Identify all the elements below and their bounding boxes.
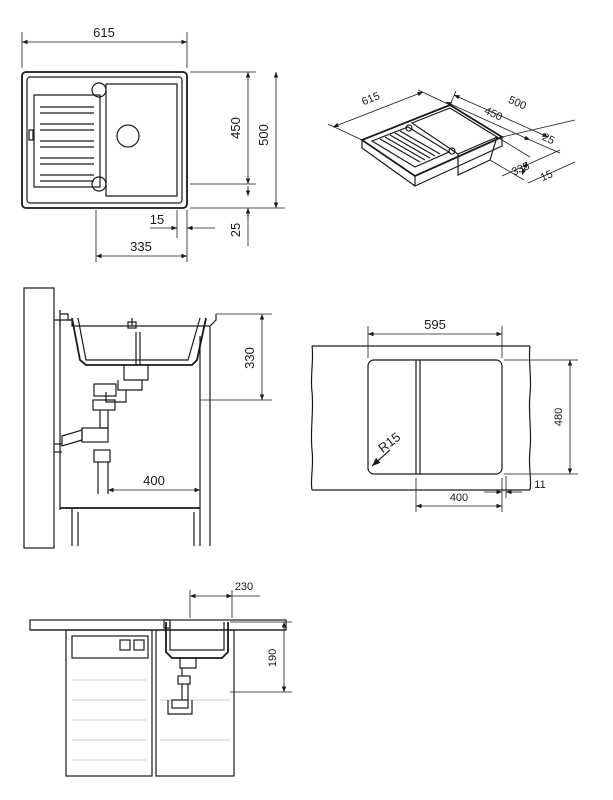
countertop — [29, 619, 287, 631]
dim-top-depth-inner: 450 — [228, 117, 243, 139]
dim-side-drain-offset: 230 — [235, 581, 253, 593]
overflow-icon — [91, 176, 107, 192]
dim-cutout-radius: R15 — [375, 429, 403, 456]
iso-view: 615 500 450 25 335 15 — [327, 89, 576, 187]
dim-cutout-edge-offset: 400 — [450, 492, 468, 504]
dim-iso-offset-side: 15 — [539, 168, 555, 184]
dim-top-offset-side: 15 — [150, 212, 164, 227]
dim-iso-depth-inner: 450 — [482, 105, 504, 123]
side-view: 230 190 — [29, 581, 292, 777]
dim-top-width: 615 — [93, 25, 115, 40]
dim-iso-bowl-width: 335 — [510, 160, 532, 178]
dim-side-bowl-depth: 190 — [267, 649, 279, 667]
dim-iso-depth-outer: 500 — [506, 94, 528, 112]
dim-top-offset-front: 25 — [228, 223, 243, 237]
top-view: 615 450 500 25 15 335 — [21, 25, 285, 262]
dim-cutout-side-gap: 11 — [534, 479, 545, 491]
dim-top-depth-outer: 500 — [256, 124, 271, 146]
wall — [23, 287, 55, 549]
dim-top-bowl-width: 335 — [130, 239, 152, 254]
dim-cutout-height: 480 — [553, 408, 565, 426]
section-view: 330 400 — [23, 287, 272, 549]
sink-outline — [21, 71, 188, 209]
dim-cutout-width: 595 — [424, 317, 446, 332]
cutout-outline — [367, 359, 503, 475]
cutout-view: R15 595 480 400 11 — [310, 317, 578, 512]
drain-hole-icon — [116, 124, 140, 148]
dim-iso-offset-front: 25 — [540, 131, 556, 147]
dim-section-bowl-depth: 330 — [242, 347, 257, 369]
dim-iso-width: 615 — [360, 90, 382, 108]
dim-section-drain-offset: 400 — [143, 473, 165, 488]
drainer — [33, 94, 101, 188]
